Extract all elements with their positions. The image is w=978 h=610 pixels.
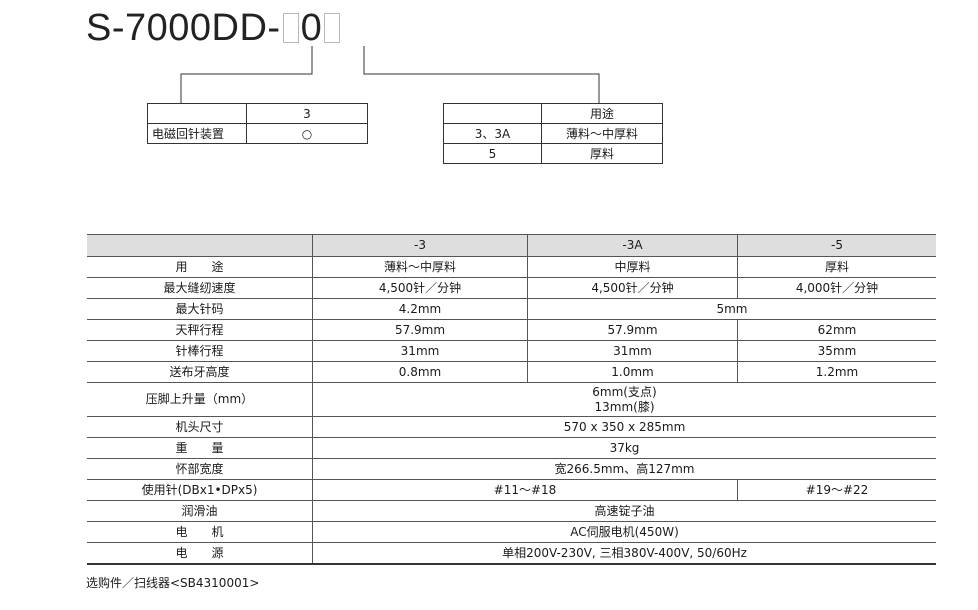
lift-fulcrum: 6mm(支点) <box>592 384 657 399</box>
spec-row-label: 怀部宽度 <box>87 458 313 480</box>
spec-row-label: 用 途 <box>87 256 313 278</box>
usage-code: 3、3A <box>443 123 542 144</box>
spec-row-label: 压脚上升量（mm） <box>87 382 313 417</box>
model-middle: 0 <box>300 7 323 49</box>
option-table-header: 3 <box>246 103 368 124</box>
spec-cell: 57.9mm <box>312 319 528 341</box>
spec-cell: 高速锭子油 <box>312 500 936 522</box>
spec-row-label: 天秤行程 <box>87 319 313 341</box>
spec-cell: 中厚料 <box>527 256 738 278</box>
spec-row-label: 针棒行程 <box>87 340 313 362</box>
table-row: 送布牙高度 0.8mm 1.0mm 1.2mm <box>87 361 936 383</box>
spec-cell: 4,000针／分钟 <box>737 277 936 299</box>
table-row: 天秤行程 57.9mm 57.9mm 62mm <box>87 319 936 341</box>
usage-slot-box <box>324 13 341 43</box>
spec-cell: 宽266.5mm、高127mm <box>312 458 936 480</box>
spec-cell: 4,500针／分钟 <box>527 277 738 299</box>
spec-row-label: 电 源 <box>87 542 313 565</box>
spec-row-label: 最大针码 <box>87 298 313 320</box>
spec-cell: 厚料 <box>737 256 936 278</box>
option-table: 3 电磁回针装置 ○ <box>147 103 368 144</box>
spec-row-label: 润滑油 <box>87 500 313 522</box>
spec-cell: 1.2mm <box>737 361 936 383</box>
spec-cell: 37kg <box>312 437 936 459</box>
option-symbol: ○ <box>246 123 368 144</box>
lift-knee: 13mm(膝) <box>594 399 655 414</box>
spec-cell: 5mm <box>527 298 936 320</box>
option-label: 电磁回针装置 <box>147 123 247 144</box>
spec-cell: #11～#18 <box>312 479 738 501</box>
spec-cell: 31mm <box>527 340 738 362</box>
table-row: 用 途 薄料～中厚料 中厚料 厚料 <box>87 256 936 278</box>
model-prefix: S-7000DD- <box>86 7 281 49</box>
spec-row-label: 使用针(DBx1•DPx5) <box>87 479 313 501</box>
table-row: 电 源 单相200V-230V, 三相380V-400V, 50/60Hz <box>87 542 936 565</box>
usage-value: 薄料～中厚料 <box>541 123 663 144</box>
spec-cell: 62mm <box>737 319 936 341</box>
usage-table: 用途 3、3A 薄料～中厚料 5 厚料 <box>443 103 663 164</box>
spec-cell: 0.8mm <box>312 361 528 383</box>
spec-col-header: -5 <box>737 234 936 257</box>
spec-col-header: -3A <box>527 234 738 257</box>
usage-code: 5 <box>443 143 542 164</box>
spec-cell: 单相200V-230V, 三相380V-400V, 50/60Hz <box>312 542 936 565</box>
usage-table-corner <box>443 103 542 124</box>
spec-cell: 1.0mm <box>527 361 738 383</box>
spec-cell: 6mm(支点) 13mm(膝) <box>312 382 936 417</box>
spec-cell: 31mm <box>312 340 528 362</box>
spec-row-label: 最大缝纫速度 <box>87 277 313 299</box>
spec-table: -3 -3A -5 用 途 薄料～中厚料 中厚料 厚料 最大缝纫速度 4,500… <box>87 234 936 565</box>
table-row: 最大缝纫速度 4,500针／分钟 4,500针／分钟 4,000针／分钟 <box>87 277 936 299</box>
spec-cell: 57.9mm <box>527 319 738 341</box>
footnote-optional-parts: 选购件／扫线器<SB4310001> <box>86 576 260 590</box>
table-row: 重 量 37kg <box>87 437 936 459</box>
spec-cell: 薄料～中厚料 <box>312 256 528 278</box>
spec-cell: #19～#22 <box>737 479 936 501</box>
spec-cell: 4,500针／分钟 <box>312 277 528 299</box>
table-row: 最大针码 4.2mm 5mm <box>87 298 936 320</box>
option-table-corner <box>147 103 247 124</box>
spec-row-label: 电 机 <box>87 521 313 543</box>
table-row: 电 机 AC伺服电机(450W) <box>87 521 936 543</box>
table-row: 润滑油 高速锭子油 <box>87 500 936 522</box>
option-slot-box <box>282 13 299 43</box>
model-title: S-7000DD- 0 <box>86 4 342 52</box>
table-row: 压脚上升量（mm） 6mm(支点) 13mm(膝) <box>87 382 936 417</box>
table-row: 针棒行程 31mm 31mm 35mm <box>87 340 936 362</box>
spec-row-label: 重 量 <box>87 437 313 459</box>
spec-row-label: 送布牙高度 <box>87 361 313 383</box>
spec-cell: 570 x 350 x 285mm <box>312 416 936 438</box>
usage-table-header: 用途 <box>541 103 663 124</box>
spec-col-header: -3 <box>312 234 528 257</box>
table-row: 怀部宽度 宽266.5mm、高127mm <box>87 458 936 480</box>
usage-value: 厚料 <box>541 143 663 164</box>
table-row: 使用针(DBx1•DPx5) #11～#18 #19～#22 <box>87 479 936 501</box>
spec-header-row: -3 -3A -5 <box>87 234 936 257</box>
spec-cell: 4.2mm <box>312 298 528 320</box>
spec-row-label: 机头尺寸 <box>87 416 313 438</box>
spec-cell: 35mm <box>737 340 936 362</box>
spec-cell: AC伺服电机(450W) <box>312 521 936 543</box>
spec-header-corner <box>87 234 313 257</box>
table-row: 机头尺寸 570 x 350 x 285mm <box>87 416 936 438</box>
